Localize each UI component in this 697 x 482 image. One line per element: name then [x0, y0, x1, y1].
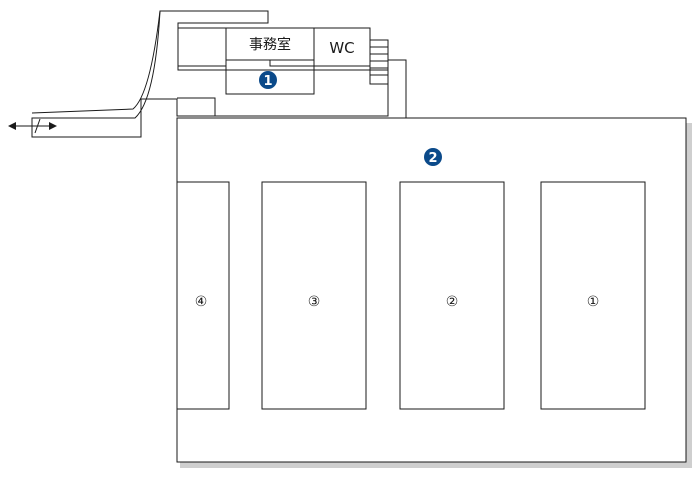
- entrance-double-arrow-icon: [8, 118, 57, 134]
- office-label: 事務室: [249, 36, 291, 53]
- wc-room: [313, 27, 371, 67]
- area-marker-badge: [424, 148, 442, 166]
- space-3: ③: [261, 181, 367, 410]
- office-marker-badge: [259, 71, 277, 89]
- stair-treads: [370, 46, 388, 76]
- wc-label: WC: [329, 39, 354, 57]
- space-3-outline: [261, 181, 367, 410]
- annex-right-outline: [388, 59, 407, 119]
- storage-room: [177, 27, 227, 67]
- area-marker: 2: [424, 148, 442, 166]
- office-marker: 1: [259, 71, 277, 89]
- area-marker-number: 2: [428, 151, 437, 166]
- space-2-label: ②: [446, 294, 459, 310]
- office-partition: [226, 59, 314, 67]
- building-annex-outline: [177, 97, 216, 116]
- space-4-outline: [176, 181, 230, 410]
- space-4: ④: [176, 181, 230, 410]
- space-1: ①: [540, 181, 646, 410]
- office-lower-room: [225, 60, 315, 95]
- access-road-edge: [31, 10, 161, 114]
- space-3-label: ③: [308, 294, 321, 310]
- access-road-outline: [31, 10, 389, 138]
- space-1-outline: [540, 181, 646, 410]
- space-2-outline: [399, 181, 505, 410]
- office-marker-number: 1: [263, 74, 272, 89]
- space-1-label: ①: [587, 294, 600, 310]
- space-4-label: ④: [195, 294, 208, 310]
- space-2: ②: [399, 181, 505, 410]
